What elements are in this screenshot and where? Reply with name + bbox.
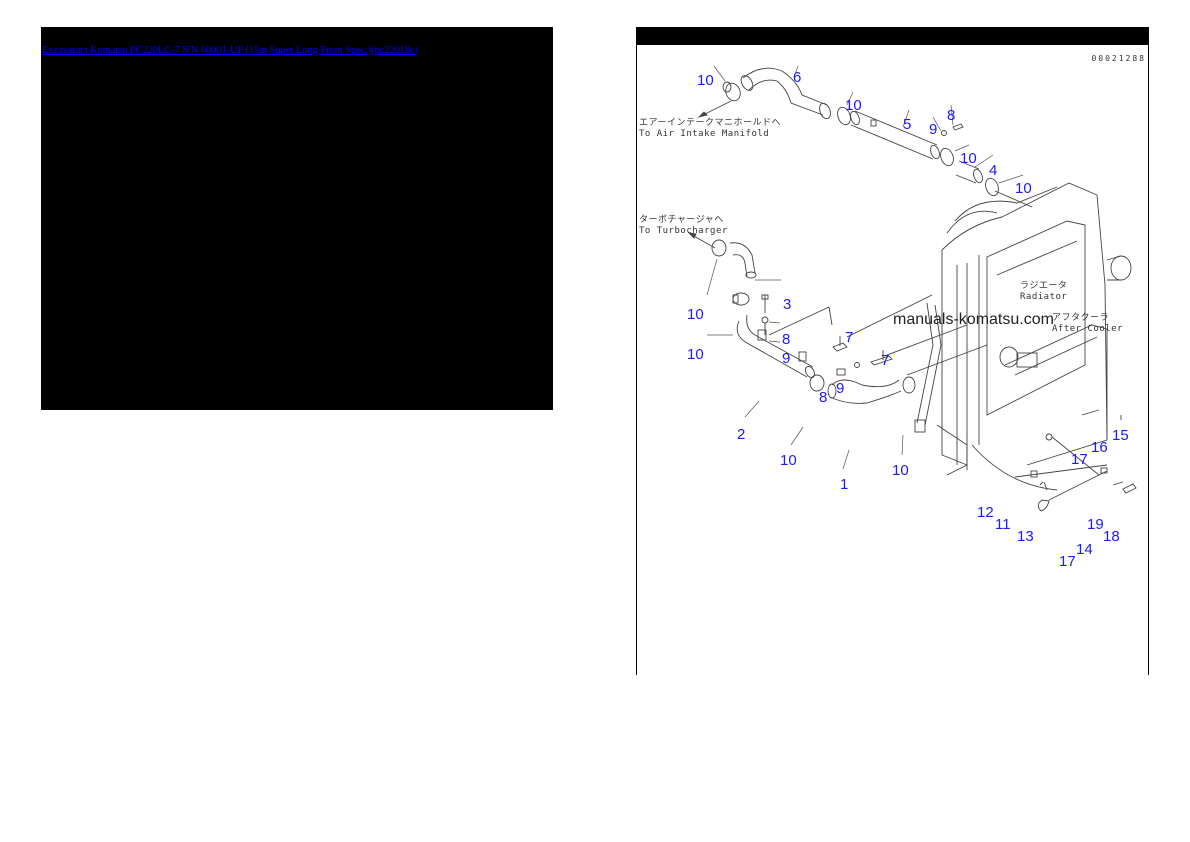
turbocharger-label-en: To Turbocharger	[639, 226, 728, 236]
callout-c17a: 17	[1071, 451, 1088, 468]
callout-c8c: 8	[819, 389, 828, 406]
callout-c14: 14	[1076, 541, 1093, 558]
after-cooler-label: アフタクーラ After Cooler	[1052, 313, 1123, 335]
callout-c10e: 10	[687, 306, 704, 323]
callout-c10g: 10	[780, 452, 797, 469]
callout-c16: 16	[1091, 439, 1108, 456]
upper-hose-assembly	[697, 67, 1033, 208]
air-intake-label: エアーインテークマニホールドへ To Air Intake Manifold	[639, 118, 781, 140]
callout-c10c: 10	[960, 150, 977, 167]
drawing-number: 00021288	[1091, 54, 1146, 63]
callout-leaders	[706, 65, 1024, 470]
after-cooler-label-en: After Cooler	[1052, 324, 1124, 334]
turbocharger-label-jp: ターボチャージャへ	[639, 215, 724, 225]
callout-c9c: 9	[836, 380, 845, 397]
callout-c10d: 10	[1015, 180, 1032, 197]
callout-c7b: 7	[881, 352, 890, 369]
radiator-label-en: Radiator	[1020, 292, 1068, 302]
callout-c8a: 8	[947, 107, 956, 124]
callout-c8b: 8	[782, 331, 791, 348]
parts-diagram-drawing	[687, 65, 1137, 512]
radiator-label-jp: ラジエータ	[1020, 281, 1068, 291]
callout-c5: 5	[903, 116, 912, 133]
radiator-assembly	[936, 182, 1137, 512]
callout-c19: 19	[1087, 516, 1104, 533]
callout-c10b: 10	[845, 97, 862, 114]
callout-c1: 1	[840, 476, 849, 493]
callout-c17b: 17	[1059, 553, 1076, 570]
document-title-link[interactable]: Excavators Komatsu PC220LC-7 S/N 60001-U…	[42, 45, 418, 56]
callout-c9b: 9	[782, 350, 791, 367]
page-header-bar	[637, 27, 1148, 45]
air-intake-label-jp: エアーインテークマニホールドへ	[639, 118, 781, 128]
callout-c6: 6	[793, 69, 802, 86]
callout-c13: 13	[1017, 528, 1034, 545]
callout-c7a: 7	[845, 329, 854, 346]
callout-c2: 2	[737, 426, 746, 443]
radiator-label: ラジエータ Radiator	[1020, 281, 1067, 303]
parts-diagram-page: 00021288	[636, 27, 1149, 675]
callout-c12: 12	[977, 504, 994, 521]
callout-c10f: 10	[687, 346, 704, 363]
watermark-text: manuals-komatsu.com	[893, 311, 1054, 328]
callout-c15: 15	[1112, 427, 1129, 444]
callout-c11: 11	[995, 516, 1011, 533]
callout-c3: 3	[783, 296, 792, 313]
document-title-panel: Excavators Komatsu PC220LC-7 S/N 60001-U…	[41, 27, 553, 410]
callout-c10h: 10	[892, 462, 909, 479]
lower-hose-assembly	[687, 232, 988, 433]
after-cooler-label-jp: アフタクーラ	[1052, 313, 1110, 323]
callout-c4: 4	[989, 162, 998, 179]
turbocharger-label: ターボチャージャへ To Turbocharger	[639, 215, 728, 237]
callout-c18: 18	[1103, 528, 1120, 545]
callout-c10a: 10	[697, 72, 714, 89]
callout-c9a: 9	[929, 121, 938, 138]
air-intake-label-en: To Air Intake Manifold	[639, 129, 770, 139]
